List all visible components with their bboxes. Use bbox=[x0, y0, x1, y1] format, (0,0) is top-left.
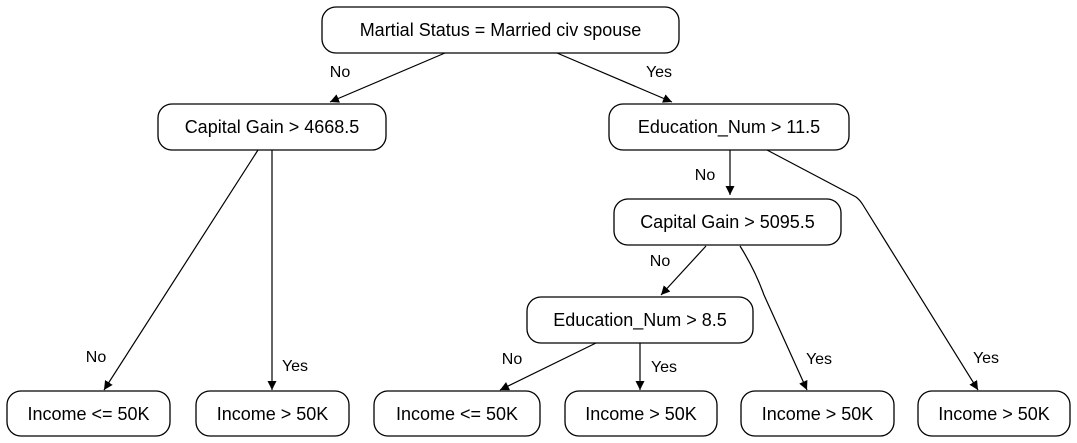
leaf-node-6: Income > 50K bbox=[917, 390, 1071, 437]
leaf-node-5: Income > 50K bbox=[740, 390, 895, 437]
education-num-11-label: Education_Num > 11.5 bbox=[638, 117, 820, 138]
leaf-node-1-label: Income <= 50K bbox=[27, 404, 149, 424]
edge-label-capgain2-no: No bbox=[650, 253, 671, 270]
leaf-node-5-label: Income > 50K bbox=[762, 404, 874, 424]
edge-root-no bbox=[329, 52, 446, 103]
edge-label-capgain1-no: No bbox=[86, 349, 107, 366]
edge-edunum2-no bbox=[499, 342, 597, 391]
edge-capgain1-no bbox=[103, 149, 259, 391]
edge-label-edunum1-yes: Yes bbox=[973, 350, 999, 367]
edge-capgain2-no bbox=[660, 245, 707, 296]
leaf-node-3-label: Income <= 50K bbox=[396, 404, 518, 424]
edge-label-edunum1-no: No bbox=[695, 167, 716, 184]
education-num-8-label: Education_Num > 8.5 bbox=[553, 310, 727, 331]
leaf-node-4: Income > 50K bbox=[564, 390, 718, 437]
edge-edunum1-yes bbox=[766, 149, 979, 391]
edge-label-capgain1-yes: Yes bbox=[282, 358, 308, 375]
leaf-node-2: Income > 50K bbox=[195, 390, 350, 437]
capital-gain-5095-node: Capital Gain > 5095.5 bbox=[613, 198, 842, 246]
root-node: Martial Status = Married civ spouse bbox=[321, 6, 680, 54]
edge-root-yes bbox=[556, 52, 673, 103]
edge-label-root-no: No bbox=[330, 64, 351, 81]
edge-capgain2-yes bbox=[739, 245, 808, 391]
education-num-11-node: Education_Num > 11.5 bbox=[608, 103, 850, 151]
leaf-node-3: Income <= 50K bbox=[373, 390, 541, 437]
education-num-8-node: Education_Num > 8.5 bbox=[526, 296, 754, 344]
edge-label-root-yes: Yes bbox=[646, 64, 672, 81]
edge-label-edunum2-yes: Yes bbox=[651, 359, 677, 376]
leaf-node-6-label: Income > 50K bbox=[938, 404, 1050, 424]
leaf-node-4-label: Income > 50K bbox=[585, 404, 697, 424]
leaf-node-2-label: Income > 50K bbox=[217, 404, 329, 424]
root-node-label: Martial Status = Married civ spouse bbox=[360, 20, 642, 40]
edge-label-edunum2-no: No bbox=[502, 351, 523, 368]
capital-gain-5095-label: Capital Gain > 5095.5 bbox=[640, 212, 815, 232]
capital-gain-4668-node: Capital Gain > 4668.5 bbox=[157, 103, 387, 151]
edge-label-capgain2-yes: Yes bbox=[806, 351, 832, 368]
leaf-node-1: Income <= 50K bbox=[6, 390, 171, 437]
capital-gain-4668-label: Capital Gain > 4668.5 bbox=[185, 117, 360, 137]
